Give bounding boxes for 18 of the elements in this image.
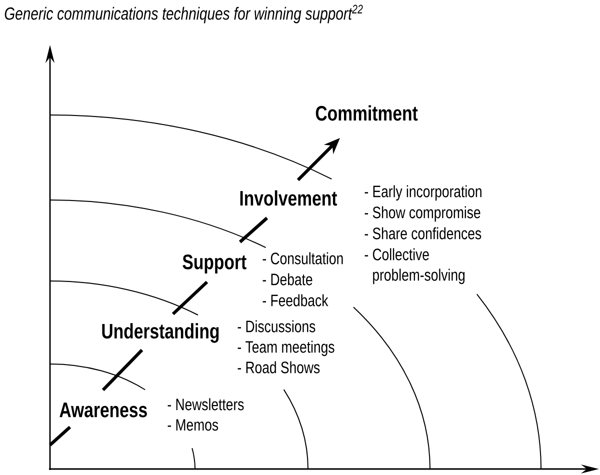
stage-label: Awareness [60,402,147,418]
stage-label: Support [182,254,246,274]
bullet-item: - Feedback [262,294,328,306]
title: Generic communications techniques for winning support$^{22}$ [4,4,363,24]
bullet-item: - Early incorporation [364,185,482,201]
stage-label: Involvement [240,190,338,206]
bullet-item: - Consultation [262,252,343,264]
stage-label: Commitment [316,105,418,121]
stage-label: Understanding [102,323,219,343]
bullet-item: - Team meetings [238,340,334,356]
bullet-item: - Show compromise [364,206,480,222]
bullet-item: - Newsletters [168,398,244,410]
bullet-item: - Discussions [238,320,316,332]
bullet-item: - Road Shows [238,361,320,374]
bullet-item: - Collective problem-solving [364,248,464,284]
bullet-item: - Memos [168,419,218,431]
bullet-item: - Share confidences [364,227,482,240]
bullet-item: - Debate [262,273,312,286]
